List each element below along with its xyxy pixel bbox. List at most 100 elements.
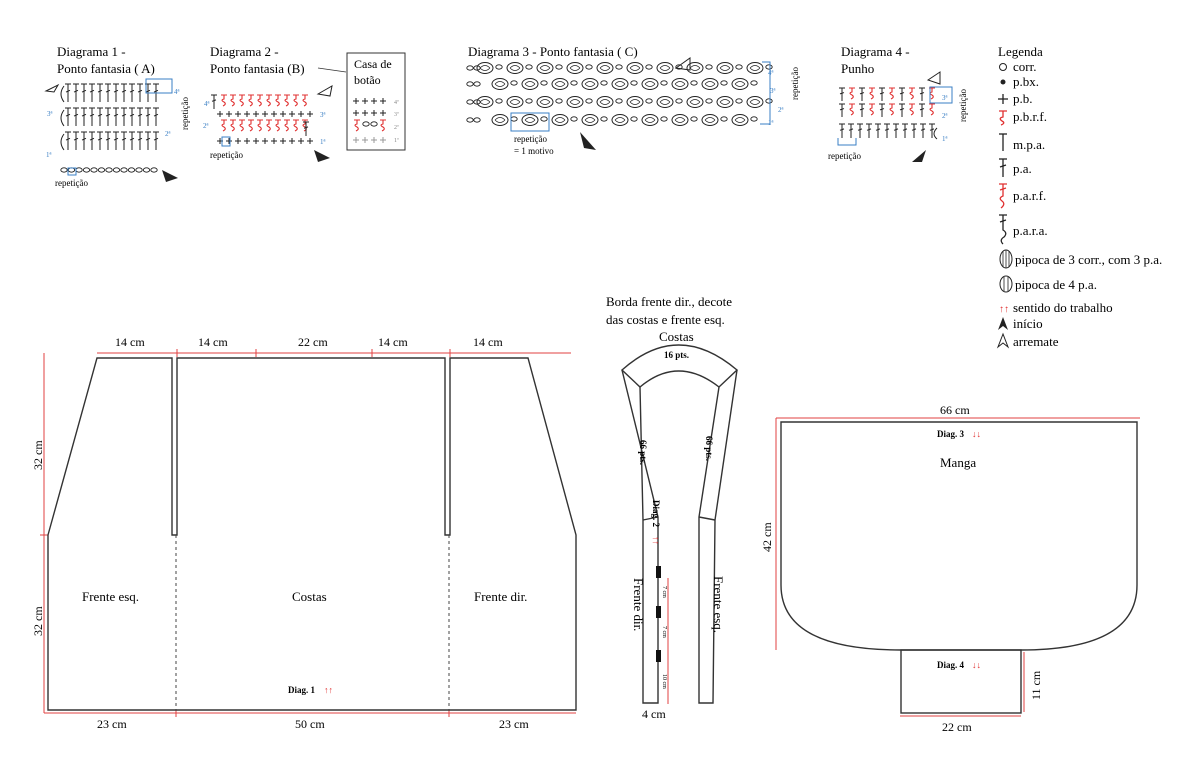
diagram-1-row-2: 2ª	[165, 130, 171, 138]
sc-symbol	[362, 98, 368, 104]
popcorn-detail	[539, 65, 551, 71]
diagram-4-repeat-box	[929, 86, 953, 104]
dc-symbol	[105, 107, 111, 126]
panel-front-left: Frente esq.	[82, 589, 139, 604]
width-back-left: 14 cm	[198, 335, 228, 349]
chain-symbol	[466, 99, 474, 105]
diagram-3-row-1: 1ª	[768, 119, 774, 127]
dc-symbol	[121, 131, 127, 150]
front-post-symbol	[302, 94, 308, 107]
chain-symbol	[705, 64, 713, 70]
border-right-stitches: 66 pts.	[704, 436, 714, 461]
front-post-symbol	[275, 94, 281, 107]
diagram-3-repeat-box	[510, 112, 550, 132]
popcorn-detail	[659, 99, 671, 105]
popcorn-detail	[644, 81, 656, 87]
chain-symbol	[82, 167, 91, 173]
front-post-symbol	[266, 119, 272, 132]
chain-symbol	[510, 80, 518, 86]
sc-symbol	[235, 111, 241, 117]
diagram-3-title: Diagrama 3 - Ponto fantasia ( C)	[468, 44, 638, 59]
single-crochet-icon	[998, 94, 1008, 104]
popcorn-symbol	[476, 62, 494, 74]
diagram-1-row-1: 1ª	[46, 151, 52, 159]
buttonhole-stitches	[353, 98, 386, 143]
popcorn-symbol	[671, 114, 689, 126]
chain-symbol	[495, 98, 503, 104]
diagram-1-title-line1: Diagrama 1 -	[57, 44, 126, 59]
front-post-symbol	[293, 119, 299, 132]
dc-symbol	[105, 131, 111, 150]
dc-symbol	[113, 83, 119, 102]
popcorn-symbol	[701, 114, 719, 126]
dc-symbol	[89, 83, 95, 102]
diagram-1: Diagrama 1 - Ponto fantasia ( A) 4ª 3ª 2…	[44, 44, 190, 188]
chain-symbol	[630, 80, 638, 86]
sc-symbol	[353, 98, 359, 104]
diagram-1-row-4: 4ª	[174, 88, 180, 96]
chain-symbol	[466, 117, 474, 123]
sc-symbol	[262, 111, 268, 117]
legend-item-start: início	[1013, 316, 1043, 331]
dc-symbol	[153, 107, 159, 126]
buttonhole-row-3: 3ª	[394, 112, 399, 118]
sc-symbol	[289, 138, 295, 144]
border-back-stitches: 16 pts.	[664, 350, 689, 360]
diagram-3-end-arrow	[674, 57, 691, 71]
front-post-double-crochet-icon	[999, 183, 1007, 209]
sc-symbol	[289, 111, 295, 117]
popcorn-detail	[719, 65, 731, 71]
width-back-right: 14 cm	[378, 335, 408, 349]
chain-symbol	[660, 80, 668, 86]
buttonhole-title-line1: Casa de	[354, 57, 392, 71]
half-double-crochet-icon	[999, 133, 1007, 151]
sleeve-label: Manga	[940, 455, 976, 470]
chain-symbol	[510, 116, 518, 122]
legend-item-pb: p.b.	[1013, 91, 1033, 106]
popcorn-symbol	[551, 78, 569, 90]
border-left-label: Frente dir.	[631, 578, 646, 631]
body-outline	[47, 357, 577, 711]
dc-symbol	[129, 83, 135, 102]
popcorn-detail	[614, 117, 626, 123]
sc-symbol	[298, 138, 304, 144]
dc-symbol	[129, 131, 135, 150]
front-post-symbol	[354, 119, 360, 132]
chain-symbol	[720, 116, 728, 122]
popcorn-symbol	[521, 78, 539, 90]
legend-item-pbx: p.bx.	[1013, 74, 1039, 89]
dc-symbol	[920, 123, 926, 138]
chain-symbol	[570, 116, 578, 122]
sc-symbol	[362, 110, 368, 116]
front-post-symbol	[889, 103, 895, 116]
sc-symbol	[362, 137, 368, 143]
chain-symbol	[600, 116, 608, 122]
dc-symbol	[884, 123, 890, 138]
diagram-1-end-arrow	[44, 83, 60, 93]
front-post-symbol	[257, 94, 263, 107]
chain-symbol	[495, 64, 503, 70]
chain-symbol	[720, 80, 728, 86]
popcorn-detail	[689, 65, 701, 71]
diagram-2-row-1: 1ª	[320, 138, 326, 146]
popcorn-detail	[539, 99, 551, 105]
border-title-line1: Borda frente dir., decote	[606, 294, 732, 309]
sleeve-diagram-note: Diag. 3	[937, 429, 965, 439]
chain-symbol	[615, 98, 623, 104]
chain-symbol	[473, 99, 481, 105]
sc-symbol	[353, 137, 359, 143]
front-post-symbol	[239, 94, 245, 107]
popcorn-detail	[689, 99, 701, 105]
dc-symbol	[97, 131, 103, 150]
dc-symbol	[89, 131, 95, 150]
sc-symbol	[235, 138, 241, 144]
chain-symbol	[135, 167, 143, 173]
buttonhole-title-line2: botão	[354, 73, 381, 87]
width-front-right-bottom: 23 cm	[499, 717, 529, 731]
dc-symbol	[839, 103, 845, 117]
popcorn-symbol	[506, 62, 524, 74]
popcorn-symbol	[671, 78, 689, 90]
legend-item-popcorn-4: pipoca de 4 p.a.	[1015, 277, 1097, 292]
popcorn-symbol	[656, 96, 674, 108]
popcorn-symbol	[521, 114, 539, 126]
